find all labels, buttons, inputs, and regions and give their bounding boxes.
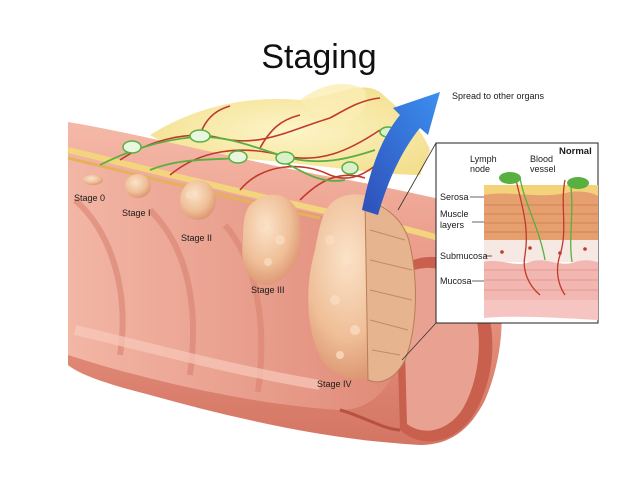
lymph-node [341, 161, 359, 175]
stage-0-label: Stage 0 [74, 193, 105, 203]
stage-labels: Stage 0 Stage I Stage II Stage III Stage… [74, 193, 352, 389]
mucosa-label: Mucosa [440, 276, 472, 286]
blood-vessel-inset [567, 177, 589, 189]
lymph-node [228, 150, 248, 164]
normal-wall-inset: Normal Lymph node Blood vessel Serosa Mu… [397, 142, 599, 361]
tumor-stage-0 [83, 175, 103, 185]
tumor-stage-2 [180, 180, 216, 220]
stage-1-label: Stage I [122, 208, 151, 218]
spread-label: Spread to other organs [452, 91, 545, 101]
muscle-label-line1: Muscle [440, 209, 469, 219]
serosa-label: Serosa [440, 192, 469, 202]
blood-vessel-label-line2: vessel [530, 164, 556, 174]
blood-vessel-label-line1: Blood [530, 154, 553, 164]
stage-4-label: Stage IV [317, 379, 352, 389]
inset-heading: Normal [559, 146, 592, 157]
lymph-node-label-line1: Lymph [470, 154, 497, 164]
muscle-label-line2: layers [440, 220, 465, 230]
slide-title: Staging [261, 38, 377, 76]
lymph-node [189, 129, 211, 143]
stage-3-label: Stage III [251, 285, 285, 295]
spread-arrow [362, 92, 440, 215]
colon-tube [67, 122, 502, 445]
submucosa-label: Submucosa [440, 251, 488, 261]
tumors [83, 174, 416, 383]
lymph-node-label-line2: node [470, 164, 490, 174]
lymph-node-inset [499, 172, 521, 184]
lymph-node [275, 151, 295, 165]
lymph-node [122, 140, 142, 154]
stage-2-label: Stage II [181, 233, 212, 243]
tumor-stage-1 [125, 174, 151, 198]
tumor-stage-3 [242, 194, 301, 285]
